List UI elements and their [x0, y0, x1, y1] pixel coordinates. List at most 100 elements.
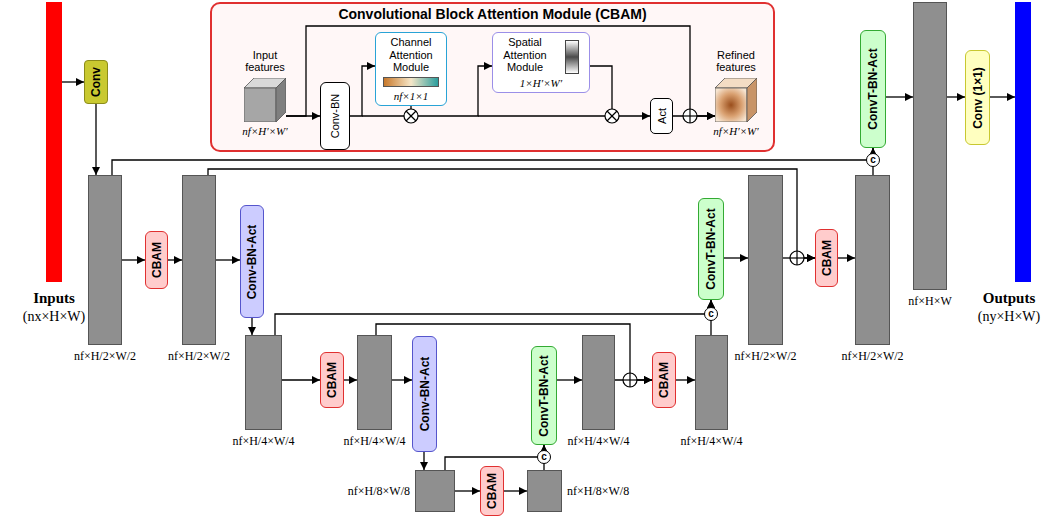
data-flow-arrow [344, 379, 357, 380]
block-label: Conv-BN-Act [419, 357, 431, 432]
data-flow-arrow [947, 96, 965, 97]
block-label: ConvT-BN-Act [538, 355, 550, 436]
block-label: CBAM [821, 240, 833, 276]
feature-cube: Input featuresnf×H′×W′ [244, 78, 286, 122]
feature-map: nf×H/8×W/8 [527, 470, 562, 512]
spatial-weight-map [565, 40, 579, 74]
data-flow-arrow [504, 490, 527, 491]
activation-block: Act [650, 98, 673, 134]
data-flow-arrow [62, 81, 84, 82]
feature-cube: Refined featuresnf×H′×W′ [715, 78, 757, 122]
cbam-block: CBAM [145, 231, 168, 289]
feature-map: nf×H/2×W/2 [88, 175, 122, 345]
cbam-panel: Convolutional Block Attention Module (CB… [210, 2, 775, 152]
data-flow-arrow [990, 96, 1015, 97]
bar-caption: nf×H/8×W/8 [348, 484, 410, 499]
data-flow-arrow [216, 259, 240, 260]
block-label: CBAM [151, 242, 163, 278]
signal-wire [478, 115, 605, 116]
concat-symbol: c [537, 450, 551, 464]
block-label: CBAM [326, 362, 338, 398]
bar-caption: nf×H/2×W/2 [74, 349, 136, 364]
bar-caption: nf×H/2×W/2 [168, 349, 230, 364]
bar-caption: nf×H/4×W/4 [567, 434, 629, 449]
data-flow-arrow [282, 379, 320, 380]
block-label: CBAM [486, 473, 498, 509]
module-label: Channel Attention Module [378, 36, 444, 74]
bar-caption: nf×H/4×W/4 [680, 434, 742, 449]
panel-ground [210, 2, 775, 152]
channel-attention-box: Channel Attention Module nf×1×1 [375, 32, 447, 106]
data-flow-arrow [168, 259, 182, 260]
input-bar: Inputs(nx×H×W) [46, 2, 62, 282]
conv-1x1-block: Conv (1×1) [965, 50, 990, 145]
block-label: ConvT-BN-Act [867, 48, 879, 129]
data-flow-arrow [886, 96, 913, 97]
multiply-symbol [605, 109, 619, 123]
data-flow-arrow [95, 104, 96, 175]
io-label: (nx×H×W) [12, 308, 96, 326]
feature-map: nf×H/2×W/2 [748, 175, 783, 345]
cbam-block: CBAM [480, 466, 504, 516]
dimension-label: nf×H/2×W/2 [841, 349, 903, 364]
input-feature-cube [244, 78, 286, 122]
output-bar: Outputs(ny×H×W) [1015, 2, 1031, 282]
concat-symbol: c [704, 307, 718, 321]
dimension-label: nf×H/8×W/8 [348, 484, 410, 499]
data-flow-arrow [724, 257, 748, 258]
spatial-attention-box: Spatial Attention Module1×H′×W′ [492, 32, 590, 93]
feature-caption: Input features [233, 49, 297, 74]
convt-bn-act-block: ConvT-BN-Act [860, 30, 886, 148]
feature-map: nf×H×W [913, 2, 947, 290]
multiply-symbol [404, 109, 418, 123]
bar-caption: nf×H/2×W/2 [841, 349, 903, 364]
io-label: Inputs [12, 289, 96, 308]
feature-caption: Refined features [704, 49, 768, 74]
io-label: Outputs [967, 289, 1051, 308]
conv-bn-block: Conv-BN [320, 82, 350, 150]
refined-feature-cube [715, 78, 757, 122]
bar-caption: nf×H/2×W/2 [734, 349, 796, 364]
feature-map: nf×H/2×W/2 [182, 175, 216, 345]
feature-map: nf×H/8×W/8 [415, 470, 455, 512]
data-flow-arrow [423, 452, 424, 470]
dimension-label: nf×H×W [908, 294, 952, 309]
dimension-label: nf×H/2×W/2 [168, 349, 230, 364]
dimension-label: nf×H/4×W/4 [680, 434, 742, 449]
feature-map: nf×H/4×W/4 [582, 335, 615, 430]
cbam-block: CBAM [652, 352, 676, 408]
bar-caption: nf×H/4×W/4 [343, 434, 405, 449]
concat-symbol: c [866, 153, 880, 167]
dimension-label: nf×H′×W′ [242, 125, 287, 137]
block-label: Conv [90, 67, 102, 97]
dimension-label: nf×H/4×W/4 [232, 434, 294, 449]
convt-bn-act-block: ConvT-BN-Act [531, 346, 557, 445]
block-label: ConvT-BN-Act [705, 208, 717, 289]
data-flow-arrow [590, 66, 650, 116]
dimension-label: nf×H/2×W/2 [74, 349, 136, 364]
add-symbol [623, 373, 637, 387]
conv-bn-act-block: Conv-BN-Act [412, 336, 437, 452]
data-flow-arrow [251, 318, 252, 335]
panel-title: Convolutional Block Attention Module (CB… [212, 6, 773, 22]
module-label: Spatial Attention Module [495, 36, 555, 74]
dimension-label: nf×H′×W′ [713, 125, 758, 137]
convt-bn-act-block: ConvT-BN-Act [698, 198, 724, 300]
io-label: (ny×H×W) [967, 308, 1051, 326]
block-label: CBAM [658, 362, 670, 398]
block-label: Conv-BN-Act [246, 224, 258, 299]
add-symbol [790, 251, 804, 265]
block-label: Act [656, 108, 667, 124]
data-flow-arrow [275, 300, 711, 335]
channel-weight-bar [383, 77, 439, 87]
data-flow-arrow [112, 148, 873, 175]
data-flow-arrow [455, 490, 480, 491]
dimension-label: nf×1×1 [378, 90, 444, 102]
block-label: Conv (1×1) [972, 67, 984, 129]
bar-caption: nf×H/8×W/8 [567, 484, 629, 499]
feature-map: nf×H/4×W/4 [245, 335, 282, 430]
data-flow-arrow [122, 259, 145, 260]
data-flow-arrow [350, 66, 375, 116]
bar-caption: Outputs(ny×H×W) [967, 289, 1051, 325]
